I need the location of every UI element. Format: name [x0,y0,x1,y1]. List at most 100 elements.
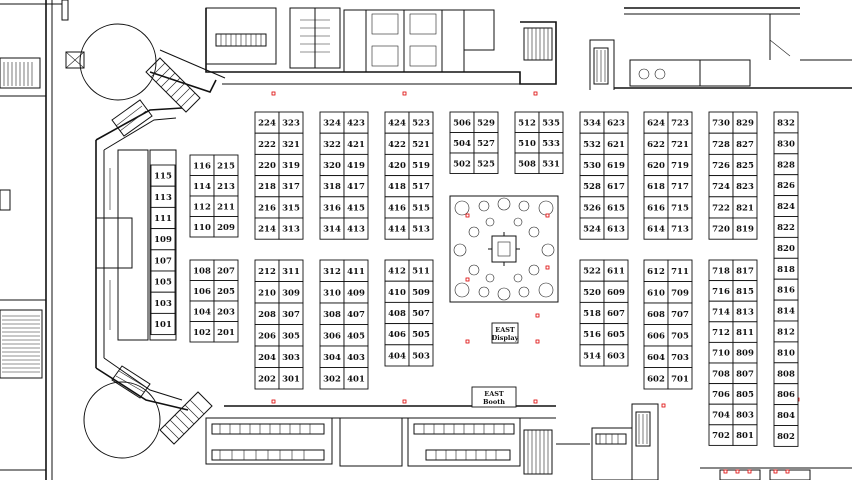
booth-532[interactable]: 532 [579,132,605,155]
booth-801[interactable]: 801 [732,424,758,446]
booth-411[interactable]: 411 [343,259,369,282]
booth-308[interactable]: 308 [319,302,345,325]
booth-535[interactable]: 535 [538,111,564,133]
booth-820[interactable]: 820 [773,236,799,259]
booth-216[interactable]: 216 [254,196,280,219]
booth-113[interactable]: 113 [150,185,176,208]
booth-826[interactable]: 826 [773,174,799,197]
booth-513[interactable]: 513 [408,217,434,240]
booth-405[interactable]: 405 [343,324,369,347]
booth-821[interactable]: 821 [732,196,758,219]
booth-704[interactable]: 704 [708,403,734,426]
booth-420[interactable]: 420 [384,153,410,177]
booth-209[interactable]: 209 [213,216,239,238]
booth-311[interactable]: 311 [278,259,304,282]
booth-812[interactable]: 812 [773,320,799,343]
booth-207[interactable]: 207 [213,259,239,281]
booth-534[interactable]: 534 [579,111,605,134]
booth-529[interactable]: 529 [473,111,499,133]
booth-828[interactable]: 828 [773,153,799,176]
booth-624[interactable]: 624 [643,111,669,134]
booth-303[interactable]: 303 [278,345,304,368]
booth-111[interactable]: 111 [150,206,176,230]
booth-204[interactable]: 204 [254,345,280,368]
booth-523[interactable]: 523 [408,111,434,134]
booth-708[interactable]: 708 [708,362,734,385]
east-display-area[interactable]: EAST Display [491,322,519,344]
booth-711[interactable]: 711 [667,259,693,282]
booth-104[interactable]: 104 [189,300,215,322]
booth-314[interactable]: 314 [319,217,345,240]
booth-807[interactable]: 807 [732,362,758,385]
booth-817[interactable]: 817 [732,259,758,282]
booth-205[interactable]: 205 [213,280,239,302]
booth-830[interactable]: 830 [773,132,799,155]
booth-808[interactable]: 808 [773,362,799,385]
booth-607[interactable]: 607 [603,301,629,325]
booth-316[interactable]: 316 [319,196,345,219]
booth-527[interactable]: 527 [473,132,499,154]
booth-705[interactable]: 705 [667,324,693,347]
booth-713[interactable]: 713 [667,217,693,240]
booth-505[interactable]: 505 [408,323,434,346]
booth-307[interactable]: 307 [278,302,304,325]
booth-810[interactable]: 810 [773,341,799,364]
booth-533[interactable]: 533 [538,132,564,154]
booth-106[interactable]: 106 [189,280,215,302]
booth-321[interactable]: 321 [278,132,304,155]
booth-730[interactable]: 730 [708,111,734,134]
booth-726[interactable]: 726 [708,153,734,177]
booth-809[interactable]: 809 [732,341,758,364]
booth-701[interactable]: 701 [667,367,693,390]
booth-531[interactable]: 531 [538,152,564,174]
booth-520[interactable]: 520 [579,280,605,303]
booth-210[interactable]: 210 [254,281,280,304]
booth-611[interactable]: 611 [603,259,629,282]
booth-724[interactable]: 724 [708,175,734,198]
booth-107[interactable]: 107 [150,249,176,272]
booth-614[interactable]: 614 [643,217,669,240]
booth-506[interactable]: 506 [449,111,475,133]
booth-512[interactable]: 512 [514,111,540,133]
booth-802[interactable]: 802 [773,425,799,447]
booth-306[interactable]: 306 [319,324,345,347]
booth-508[interactable]: 508 [514,152,540,174]
booth-202[interactable]: 202 [254,367,280,390]
booth-410[interactable]: 410 [384,280,410,303]
booth-706[interactable]: 706 [708,383,734,405]
booth-824[interactable]: 824 [773,195,799,217]
booth-514[interactable]: 514 [579,344,605,367]
booth-404[interactable]: 404 [384,344,410,367]
booth-319[interactable]: 319 [278,153,304,177]
booth-422[interactable]: 422 [384,132,410,155]
booth-318[interactable]: 318 [319,175,345,198]
booth-832[interactable]: 832 [773,111,799,134]
booth-827[interactable]: 827 [732,132,758,155]
booth-722[interactable]: 722 [708,196,734,219]
booth-805[interactable]: 805 [732,383,758,405]
booth-525[interactable]: 525 [473,152,499,174]
booth-108[interactable]: 108 [189,259,215,281]
booth-615[interactable]: 615 [603,196,629,219]
booth-618[interactable]: 618 [643,175,669,198]
booth-715[interactable]: 715 [667,196,693,219]
booth-620[interactable]: 620 [643,153,669,177]
booth-220[interactable]: 220 [254,153,280,177]
booth-619[interactable]: 619 [603,153,629,177]
booth-829[interactable]: 829 [732,111,758,134]
booth-102[interactable]: 102 [189,321,215,343]
booth-218[interactable]: 218 [254,175,280,198]
booth-103[interactable]: 103 [150,291,176,314]
booth-109[interactable]: 109 [150,228,176,251]
booth-324[interactable]: 324 [319,111,345,134]
booth-613[interactable]: 613 [603,217,629,240]
booth-114[interactable]: 114 [189,175,215,197]
booth-815[interactable]: 815 [732,280,758,302]
booth-206[interactable]: 206 [254,324,280,347]
booth-714[interactable]: 714 [708,300,734,323]
booth-424[interactable]: 424 [384,111,410,134]
booth-110[interactable]: 110 [189,216,215,238]
booth-719[interactable]: 719 [667,153,693,177]
booth-313[interactable]: 313 [278,217,304,240]
booth-811[interactable]: 811 [732,321,758,343]
